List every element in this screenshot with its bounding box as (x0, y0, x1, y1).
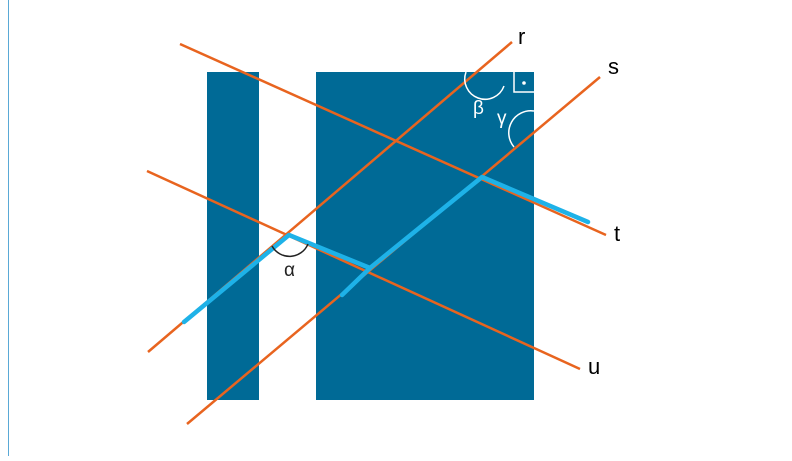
left-block (207, 72, 259, 400)
line-u (146, 169, 581, 371)
label-alpha: α (284, 260, 295, 281)
label-r: r (518, 24, 525, 49)
label-beta: β (473, 98, 484, 119)
angle-gamma-arc (508, 110, 535, 148)
angle-beta-arc (464, 71, 505, 100)
label-s: s (608, 54, 619, 79)
right-block (316, 72, 534, 400)
right-angle-dot (522, 81, 526, 85)
right-angle-marker (513, 72, 534, 93)
light-path-branch (339, 265, 373, 298)
label-gamma: γ (497, 108, 507, 129)
angle-alpha-arc (271, 243, 309, 258)
label-t: t (614, 221, 620, 246)
label-u: u (588, 354, 600, 379)
line-t (179, 42, 607, 237)
frame-left-border (8, 0, 9, 456)
